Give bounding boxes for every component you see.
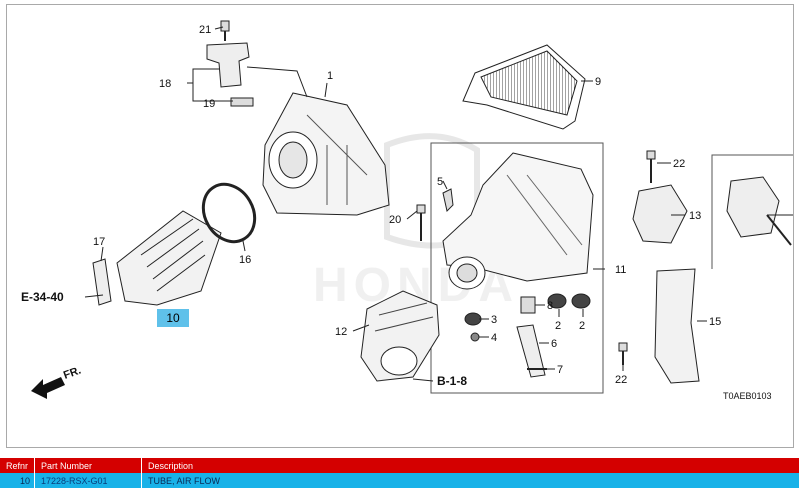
part-5-clip [442,188,454,212]
part-19-gasket [230,97,254,107]
callout-label: 5 [437,176,443,188]
callout-label: 2 [555,320,561,332]
part-12-resonator [360,290,440,382]
callout-label: 16 [239,254,251,266]
part-8-piece [520,296,536,314]
part-18-sensor [206,42,250,88]
front-direction-arrow: FR. [31,364,83,399]
part-11-cleaner-case [442,152,594,290]
table-header-row: Refnr Part Number Description [0,458,800,473]
col-header-part-number: Part Number [34,458,142,473]
part-4-washer [470,332,480,342]
direction-label: FR. [62,364,83,381]
part-13-bracket [632,184,688,244]
highlighted-callout-10[interactable]: 10 [157,309,189,327]
callout-label: 11 [615,264,626,276]
callout-label: 18 [159,78,171,90]
part-14-detail [726,176,792,246]
part-21-bolt [220,20,230,41]
col-header-description: Description [141,458,800,473]
detail-box [711,154,793,269]
part-1-housing [262,92,390,216]
part-10-air-flow-tube [116,210,222,306]
part-20-bolt [416,204,426,241]
callout-label: 1 [327,70,333,82]
callout-labels: 21 18 19 1 9 22 5 20 11 13 17 16 8 3 4 2… [93,24,721,386]
leader-lines [84,26,793,382]
callout-label: 3 [491,314,497,326]
part-22-bolt-upper [646,150,656,183]
callout-label: 17 [93,236,105,248]
table-row[interactable]: 10 17228-RSX-G01 TUBE, AIR FLOW [0,473,800,488]
callout-label: 13 [689,210,701,222]
diagram-canvas: HONDA [21,20,793,401]
callout-label: 22 [673,158,685,170]
part-9-filter [462,44,586,130]
callout-label: 6 [551,338,557,350]
part-15-stay [654,268,700,384]
callout-label: 12 [335,326,347,338]
callout-label: 19 [203,98,215,110]
callout-label: 4 [491,332,497,344]
callout-label: 20 [389,214,401,226]
ref-link-e-34-40[interactable]: E-34-40 [21,290,64,304]
part-2-grommet-b [571,293,591,309]
part-17-clamp [92,258,112,306]
part-22-bolt-lower [618,342,628,365]
callout-label: 9 [595,76,601,88]
callout-label: 8 [547,300,553,312]
part-2-grommet-a [547,293,567,309]
parts-table: Refnr Part Number Description 10 17228-R… [0,458,800,488]
part-6-strip [516,324,546,378]
callout-label: 7 [557,364,563,376]
cell-description: TUBE, AIR FLOW [141,473,800,488]
part-3-grommet [464,312,482,326]
cell-part-number[interactable]: 17228-RSX-G01 [34,473,142,488]
cell-ref: 10 [0,473,35,488]
ref-link-b-1-8[interactable]: B-1-8 [437,374,467,388]
callout-label: 22 [615,374,627,386]
callout-label: 21 [199,24,211,36]
diagram-code: T0AEB0103 [723,391,772,401]
part-16-band [201,182,257,244]
air-cleaner-group-box [430,142,604,394]
callout-label: 2 [579,320,585,332]
callout-label: 15 [709,316,721,328]
col-header-ref: Refnr [0,458,35,473]
parts-diagram: HONDA [6,4,794,448]
